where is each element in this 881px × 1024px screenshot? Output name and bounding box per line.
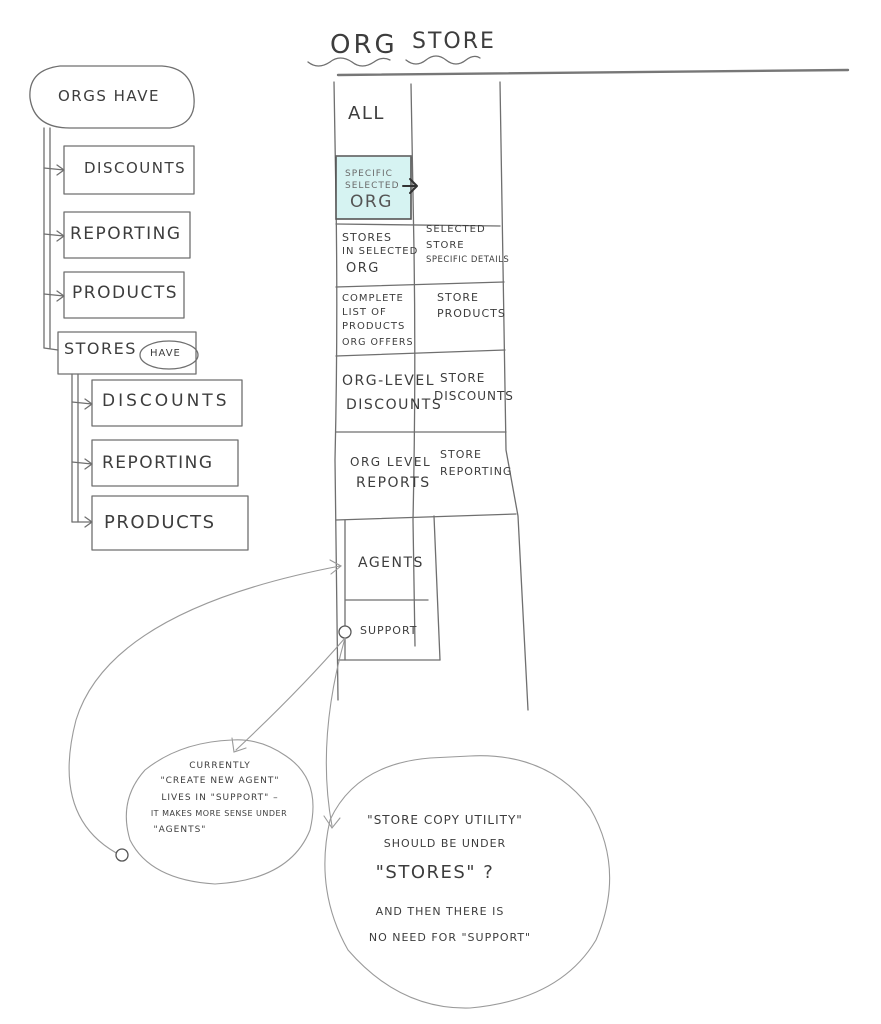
org-header-squiggle xyxy=(307,57,391,67)
sub-arrow-reporting xyxy=(71,458,93,470)
agent-note-line2: "CREATE NEW AGENT" xyxy=(160,776,280,786)
specific-org-arrow xyxy=(402,178,418,194)
tree-arrow-discounts xyxy=(43,164,65,176)
have-label: HAVE xyxy=(150,348,181,359)
stores-label: STORES xyxy=(64,339,137,358)
stores-discounts-box xyxy=(91,379,243,427)
agent-note-loop xyxy=(68,559,342,857)
stores-reporting-box xyxy=(91,439,239,487)
store-note-line2: SHOULD BE UNDER xyxy=(383,837,507,850)
store-products-line1: STORE xyxy=(437,291,479,304)
stores-in-org-line2: IN SELECTED xyxy=(342,246,419,257)
orgs-products-box xyxy=(63,271,185,319)
row-sep-3 xyxy=(335,281,505,288)
have-bubble xyxy=(139,340,199,370)
stores-reporting-label: REPORTING xyxy=(102,453,214,473)
org-agents-cell: AGENTS xyxy=(358,555,424,571)
store-details-line2: STORE xyxy=(426,240,465,251)
orgs-have-label: ORGS HAVE xyxy=(58,87,160,105)
org-reports-line1: ORG LEVEL xyxy=(350,455,432,469)
org-column-right-ext xyxy=(433,515,441,661)
orgs-discounts-label: DISCOUNTS xyxy=(84,159,187,177)
agent-note-bubble xyxy=(125,739,314,885)
store-note-line3: "STORES" ? xyxy=(375,862,495,883)
stores-discounts-label: DISCOUNTS xyxy=(102,391,230,411)
agent-note-line1: CURRENTLY xyxy=(189,761,251,771)
org-header-label: ORG xyxy=(330,30,398,60)
complete-products-line3: PRODUCTS xyxy=(342,321,406,332)
tree-trunk xyxy=(43,127,51,349)
sub-arrow-discounts xyxy=(71,398,93,410)
stores-products-box xyxy=(91,495,249,551)
agent-note-line5: "AGENTS" xyxy=(153,825,207,835)
org-reports-line2: REPORTS xyxy=(356,475,431,491)
specific-org-highlight xyxy=(335,155,412,220)
store-details-line3: SPECIFIC DETAILS xyxy=(426,255,510,265)
tree-arrow-products xyxy=(43,290,65,302)
specific-org-line1: SPECIFIC xyxy=(345,169,393,179)
org-discounts-line2: DISCOUNTS xyxy=(346,397,443,413)
orgs-reporting-box xyxy=(63,211,191,259)
store-column-right-line xyxy=(499,81,529,711)
store-note-bubble xyxy=(324,755,611,1009)
agent-note-dot xyxy=(115,848,129,862)
stores-sub-trunk xyxy=(71,373,79,523)
store-discounts-line2: DISCOUNTS xyxy=(434,389,514,403)
orgs-have-bubble xyxy=(29,65,195,129)
stores-in-org-line1: STORES xyxy=(342,231,392,244)
tree-arrow-reporting xyxy=(43,230,65,242)
row-sep-2 xyxy=(335,223,501,227)
support-to-store-note-arrow xyxy=(323,637,346,829)
agent-note-line4: IT MAKES MORE SENSE UNDER xyxy=(150,809,288,818)
row-sep-4 xyxy=(335,349,506,357)
store-discounts-line1: STORE xyxy=(440,371,486,385)
specific-org-line2: SELECTED xyxy=(345,181,400,191)
orgs-products-label: PRODUCTS xyxy=(72,283,179,303)
stores-box xyxy=(57,331,197,375)
store-note-line4: AND THEN THERE IS xyxy=(375,905,505,918)
store-note-line1: "STORE COPY UTILITY" xyxy=(367,813,523,827)
store-note-line5: NO NEED FOR "SUPPORT" xyxy=(368,931,532,944)
orgs-reporting-label: REPORTING xyxy=(70,224,182,244)
stores-in-org-line3: ORG xyxy=(346,261,380,276)
store-header-squiggle xyxy=(405,55,481,65)
specific-org-line3: ORG xyxy=(350,192,393,212)
complete-products-line1: COMPLETE xyxy=(342,293,404,304)
sub-arrow-products xyxy=(71,516,93,528)
top-rule xyxy=(336,68,850,77)
agent-note-line3: LIVES IN "SUPPORT" – xyxy=(161,793,279,803)
store-reporting-line1: STORE xyxy=(440,448,482,461)
org-column-right-line xyxy=(410,83,416,647)
org-support-cell: SUPPORT xyxy=(360,624,418,637)
store-products-line2: PRODUCTS xyxy=(437,307,506,320)
stores-products-label: PRODUCTS xyxy=(104,512,216,533)
row-sep-6 xyxy=(335,513,517,521)
support-anchor-dot xyxy=(338,625,352,639)
store-reporting-line2: REPORTING xyxy=(440,465,513,478)
org-all-cell: ALL xyxy=(348,103,385,124)
store-header-label: STORE xyxy=(412,29,496,54)
complete-products-line4: ORG OFFERS xyxy=(342,337,414,348)
org-discounts-line1: ORG-LEVEL xyxy=(342,373,436,389)
support-to-agent-note-arrow xyxy=(231,637,346,753)
complete-products-line2: LIST OF xyxy=(342,307,387,318)
tree-arrow-stores xyxy=(43,347,59,351)
store-details-line1: SELECTED xyxy=(426,224,486,235)
org-column-left-line xyxy=(333,81,339,701)
